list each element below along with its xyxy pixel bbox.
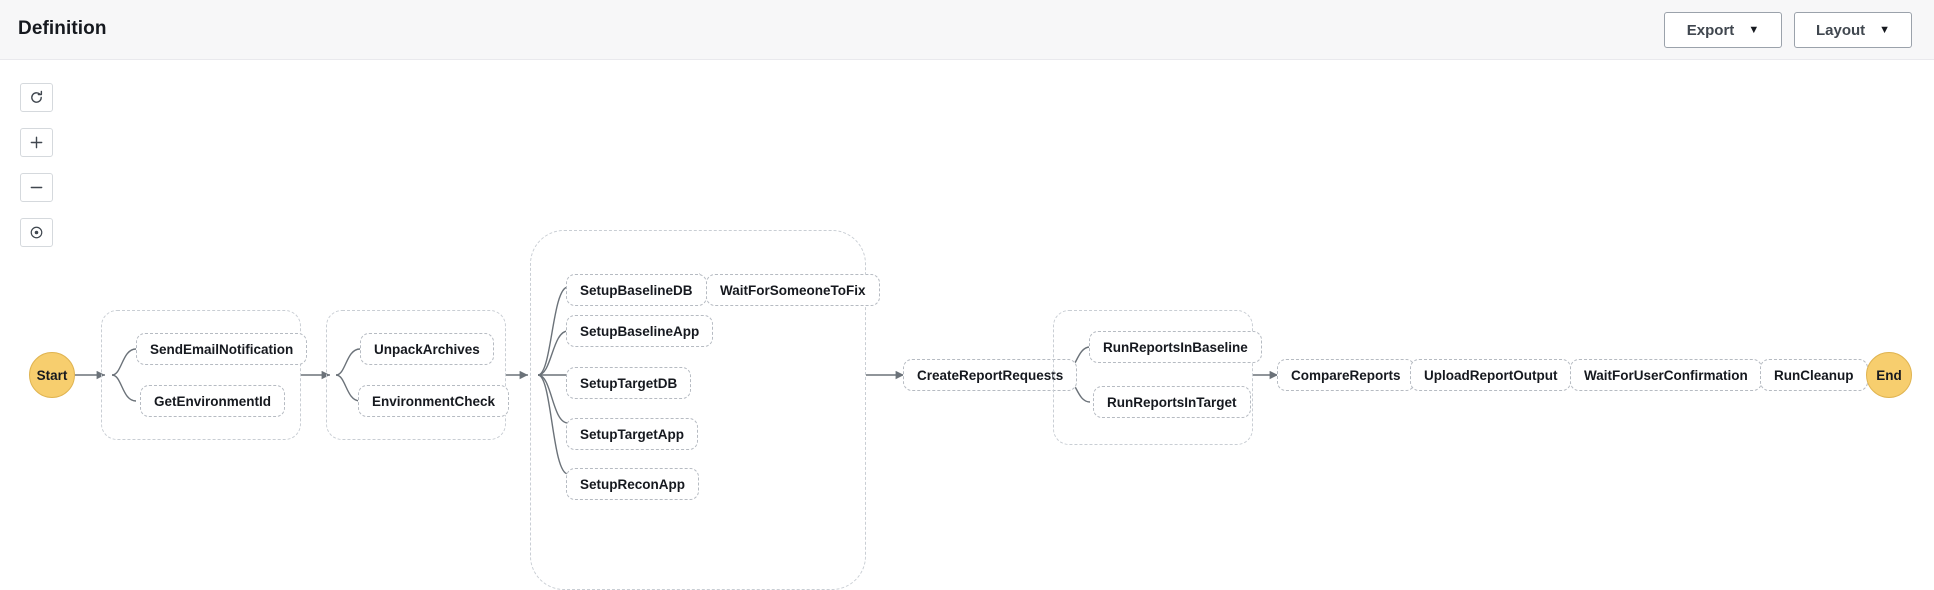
- node-run-reports-in-baseline[interactable]: RunReportsInBaseline: [1089, 331, 1262, 363]
- zoom-out-icon: [29, 180, 44, 195]
- node-unpack-archives[interactable]: UnpackArchives: [360, 333, 494, 365]
- node-setup-baseline-db[interactable]: SetupBaselineDB: [566, 274, 707, 306]
- chevron-down-icon: ▼: [1748, 23, 1760, 36]
- node-get-environment-id[interactable]: GetEnvironmentId: [140, 385, 286, 417]
- node-send-email-notification[interactable]: SendEmailNotification: [136, 333, 308, 365]
- start-node[interactable]: Start: [29, 352, 75, 398]
- node-run-cleanup[interactable]: RunCleanup: [1760, 359, 1868, 391]
- graph-canvas[interactable]: Start SendEmailNotification GetEnvironme…: [0, 60, 1934, 590]
- zoom-in-button[interactable]: [20, 128, 53, 157]
- group-prepare[interactable]: [326, 310, 506, 440]
- zoom-out-button[interactable]: [20, 173, 53, 202]
- center-focus-icon: [29, 225, 44, 240]
- node-setup-baseline-app[interactable]: SetupBaselineApp: [566, 315, 714, 347]
- export-button[interactable]: Export ▼: [1664, 12, 1782, 48]
- node-wait-for-someone-to-fix[interactable]: WaitForSomeoneToFix: [706, 274, 880, 306]
- zoom-in-icon: [29, 135, 44, 150]
- refresh-button[interactable]: [20, 83, 53, 112]
- node-setup-recon-app[interactable]: SetupReconApp: [566, 468, 700, 500]
- center-focus-button[interactable]: [20, 218, 53, 247]
- header-bar: Definition Export ▼ Layout ▼: [0, 0, 1934, 60]
- export-button-label: Export: [1686, 21, 1735, 39]
- node-wait-for-user-confirmation[interactable]: WaitForUserConfirmation: [1570, 359, 1762, 391]
- layout-button[interactable]: Layout ▼: [1794, 12, 1912, 48]
- node-create-report-requests[interactable]: CreateReportRequests: [903, 359, 1078, 391]
- group-notify[interactable]: [101, 310, 301, 440]
- header-actions: Export ▼ Layout ▼: [1664, 12, 1912, 48]
- graph-edges: [75, 273, 1866, 475]
- node-setup-target-db[interactable]: SetupTargetDB: [566, 367, 692, 399]
- group-reports[interactable]: [1053, 310, 1253, 445]
- node-compare-reports[interactable]: CompareReports: [1277, 359, 1415, 391]
- node-run-reports-in-target[interactable]: RunReportsInTarget: [1093, 386, 1251, 418]
- chevron-down-icon: ▼: [1879, 23, 1891, 36]
- node-environment-check[interactable]: EnvironmentCheck: [358, 385, 510, 417]
- node-setup-target-app[interactable]: SetupTargetApp: [566, 418, 698, 450]
- canvas-toolbar: [20, 83, 53, 263]
- page-title: Definition: [18, 18, 107, 39]
- end-node[interactable]: End: [1866, 352, 1912, 398]
- layout-button-label: Layout: [1815, 21, 1866, 39]
- node-upload-report-output[interactable]: UploadReportOutput: [1410, 359, 1572, 391]
- refresh-icon: [29, 90, 44, 105]
